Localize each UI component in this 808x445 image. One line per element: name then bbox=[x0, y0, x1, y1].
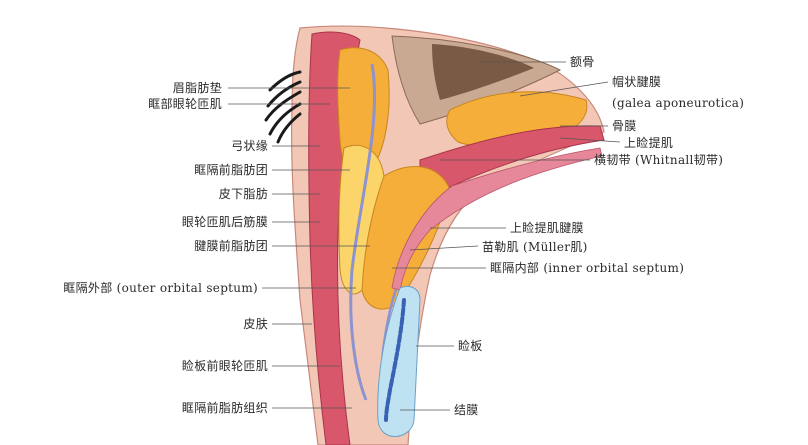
meibomian-gland bbox=[384, 298, 406, 422]
label-inner-septum: 眶隔内部 (inner orbital septum) bbox=[490, 261, 685, 275]
label-arcus-marginalis: 弓状缘 bbox=[231, 139, 268, 153]
preseptal-fat bbox=[338, 144, 385, 295]
label-levator-aponeurosis: 上睑提肌腱膜 bbox=[510, 221, 584, 235]
label-tarsus: 睑板 bbox=[458, 339, 483, 353]
label-preseptal-fat: 眶隔前脂肪团 bbox=[194, 163, 268, 177]
label-subcutaneous-fat: 皮下脂肪 bbox=[218, 187, 268, 201]
label-outer-septum: 眶隔外部 (outer orbital septum) bbox=[63, 281, 258, 295]
label-pretarsal-orbicularis: 睑板前眼轮匝肌 bbox=[181, 359, 268, 373]
label-orbital-orbicularis: 眶部眼轮匝肌 bbox=[148, 97, 222, 111]
label-muller: 苗勒肌 (Müller肌) bbox=[482, 240, 588, 254]
label-levator: 上睑提肌 bbox=[624, 136, 674, 150]
label-periosteum: 骨膜 bbox=[612, 119, 637, 133]
orbital-septum-line bbox=[349, 63, 377, 401]
muller-muscle bbox=[391, 147, 603, 291]
left-leader-lines bbox=[228, 87, 370, 409]
label-preaponeurotic-fat: 腱膜前脂肪团 bbox=[194, 239, 268, 253]
label-brow-fat-pad: 眉脂肪垫 bbox=[172, 81, 222, 95]
right-leader-lines bbox=[392, 61, 621, 411]
label-galea-en: (galea aponeurotica) bbox=[612, 96, 745, 110]
label-skin: 皮肤 bbox=[243, 317, 268, 331]
label-whitnall: 横韧带 (Whitnall韧带) bbox=[594, 153, 724, 167]
label-roof: 眼轮匝肌后筋膜 bbox=[181, 215, 268, 229]
label-conjunctiva: 结膜 bbox=[454, 403, 479, 417]
label-frontal-bone: 额骨 bbox=[570, 55, 595, 69]
label-galea: 帽状腱膜 bbox=[612, 75, 662, 89]
frontal-bone-marrow bbox=[432, 44, 534, 100]
label-preseptal-fat-tissue: 眶隔前脂肪组织 bbox=[181, 401, 268, 415]
